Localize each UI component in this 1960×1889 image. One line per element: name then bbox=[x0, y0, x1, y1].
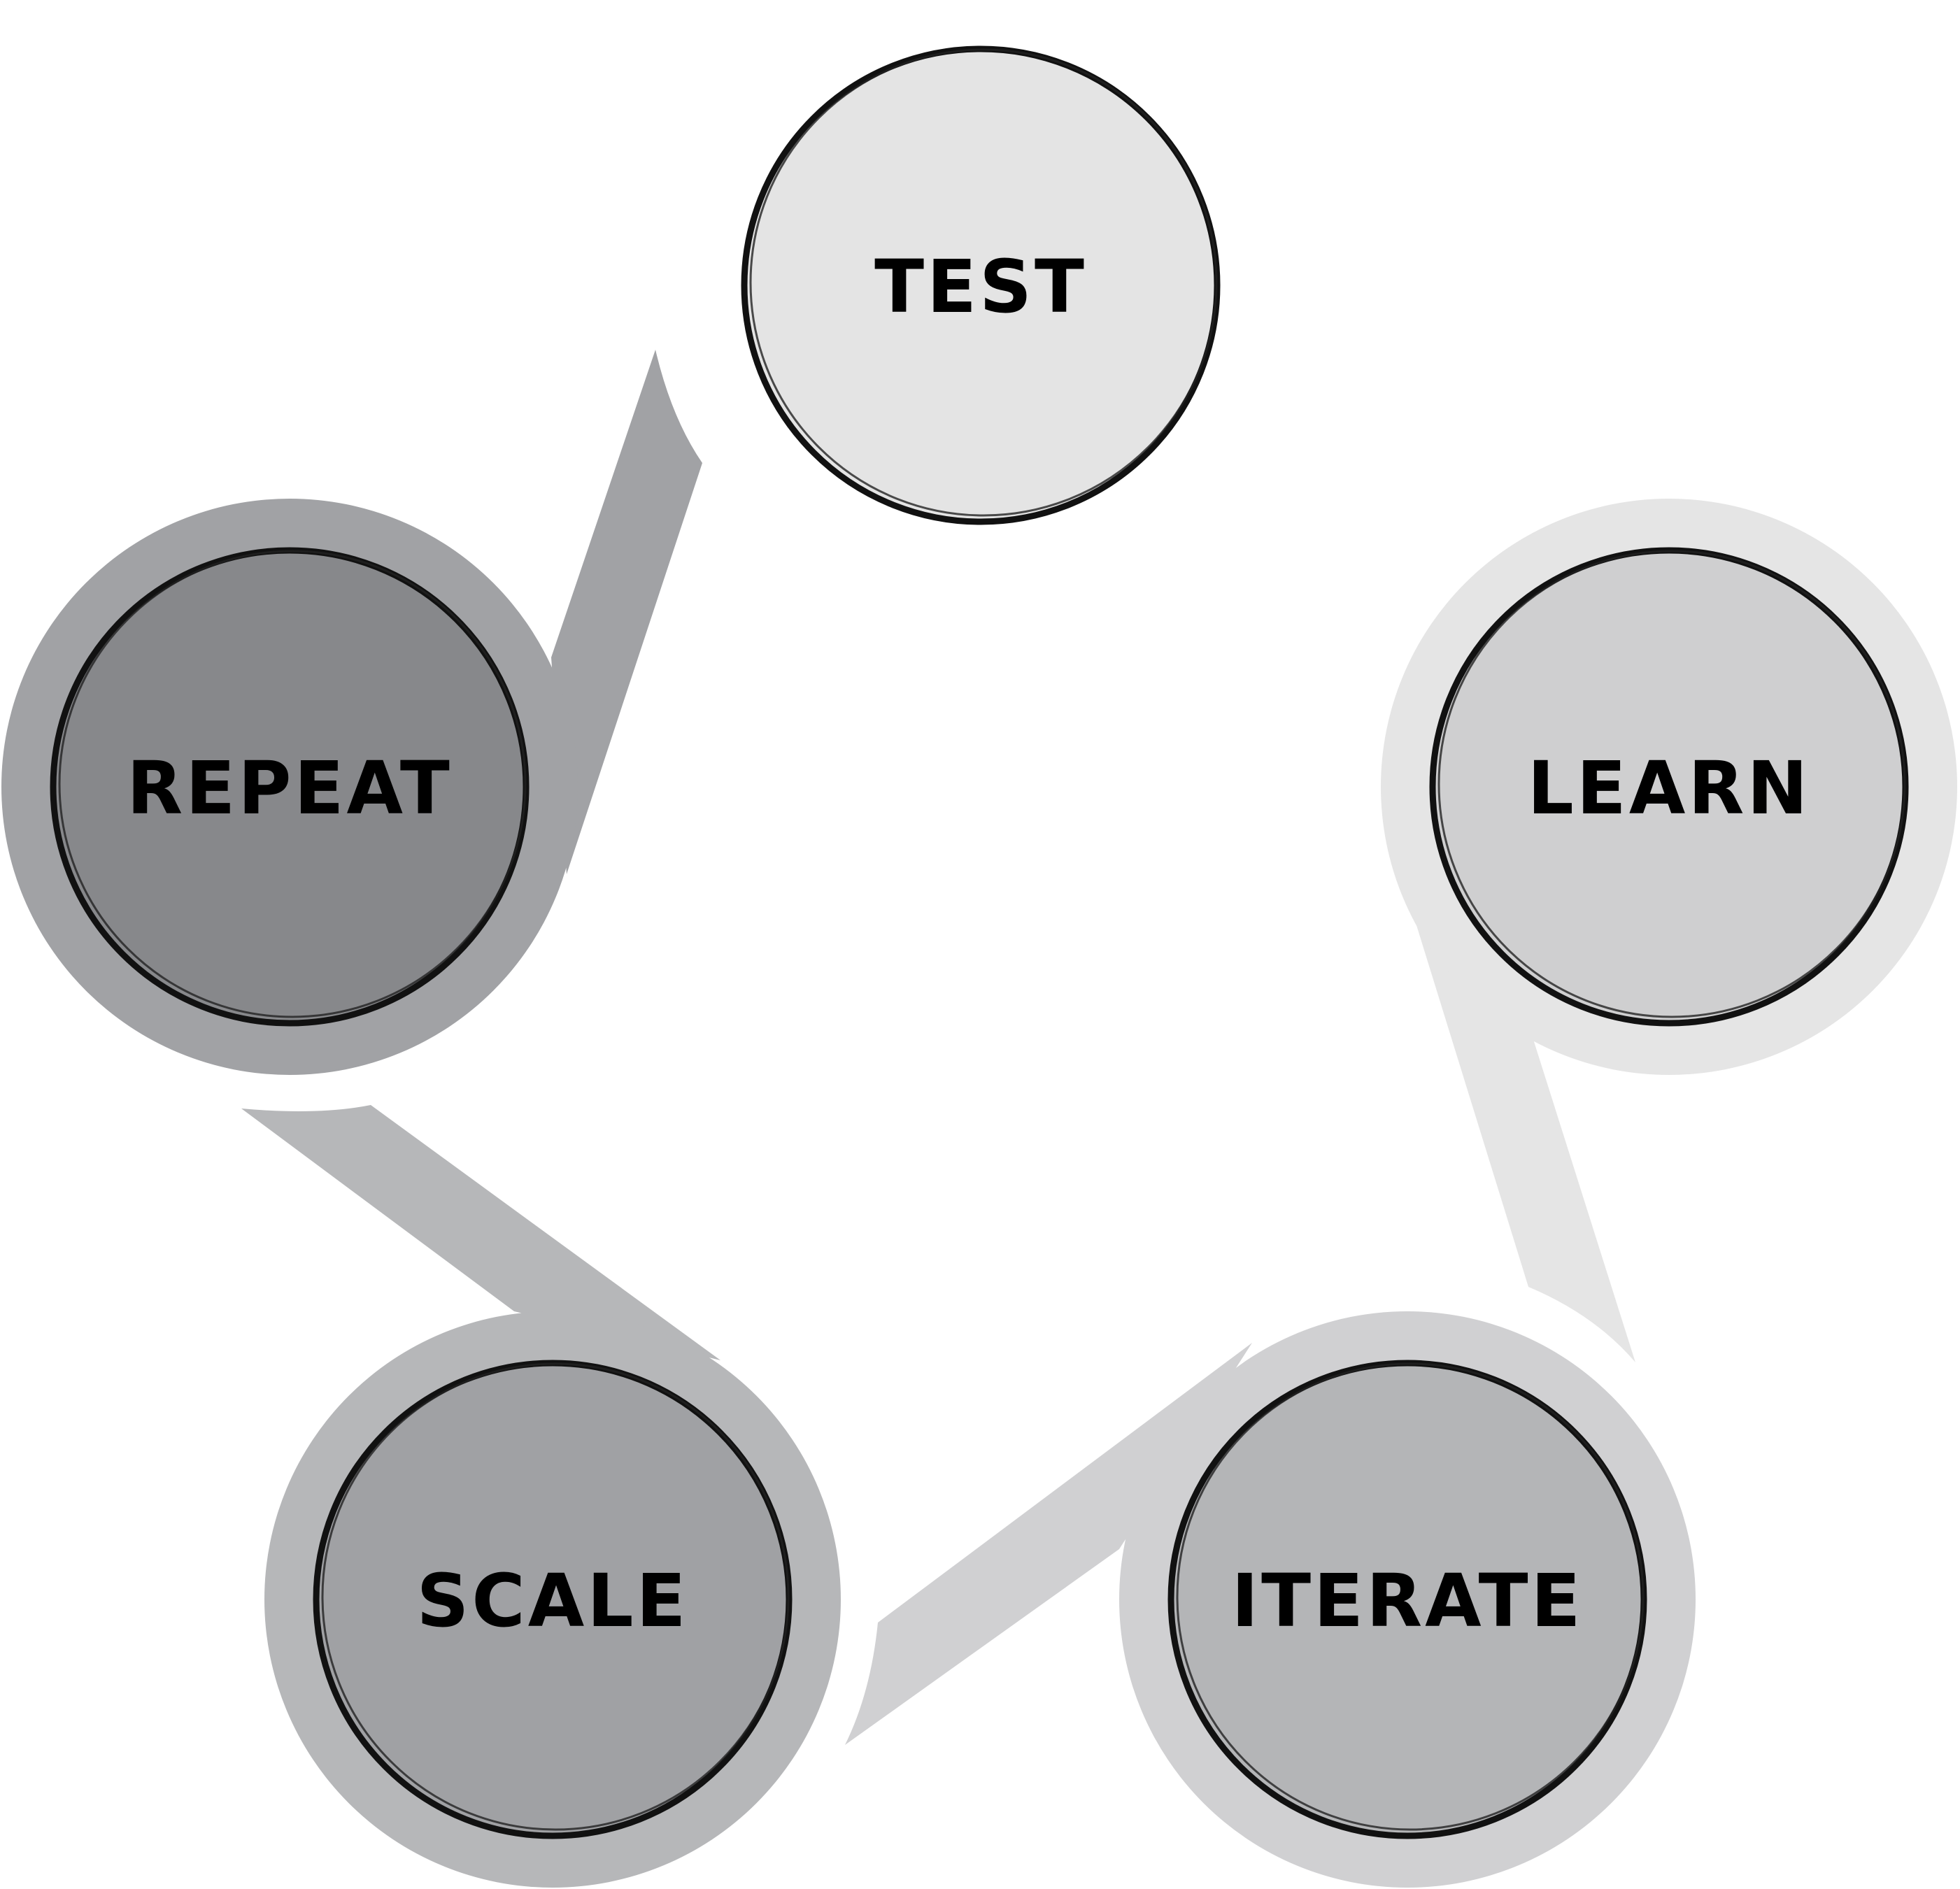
connector-scale-to-repeat bbox=[241, 1105, 720, 1360]
learn-outline-brush bbox=[1437, 550, 1906, 1018]
node-scale: SCALE bbox=[313, 1360, 793, 1839]
scale-outline-brush bbox=[321, 1362, 790, 1831]
scale-label: SCALE bbox=[416, 1558, 688, 1644]
iterate-outline-brush bbox=[1176, 1362, 1645, 1831]
test-label: TEST bbox=[874, 244, 1087, 329]
iterate-label: ITERATE bbox=[1231, 1558, 1583, 1644]
repeat-label: REPEAT bbox=[127, 746, 453, 831]
connector-repeat-to-test bbox=[551, 350, 702, 874]
test-outline-brush bbox=[749, 48, 1218, 517]
repeat-outline-brush bbox=[58, 550, 527, 1018]
connector-iterate-to-scale bbox=[845, 1343, 1252, 1745]
node-repeat: REPEAT bbox=[50, 547, 530, 1027]
node-iterate: ITERATE bbox=[1167, 1360, 1647, 1839]
learn-circle bbox=[1433, 550, 1905, 1023]
iterate-circle bbox=[1171, 1363, 1644, 1836]
learn-label: LEARN bbox=[1528, 746, 1811, 831]
node-test: TEST bbox=[741, 45, 1221, 525]
node-learn: LEARN bbox=[1429, 547, 1909, 1027]
repeat-circle bbox=[53, 550, 526, 1023]
test-circle bbox=[744, 49, 1217, 522]
scale-circle bbox=[316, 1363, 789, 1836]
